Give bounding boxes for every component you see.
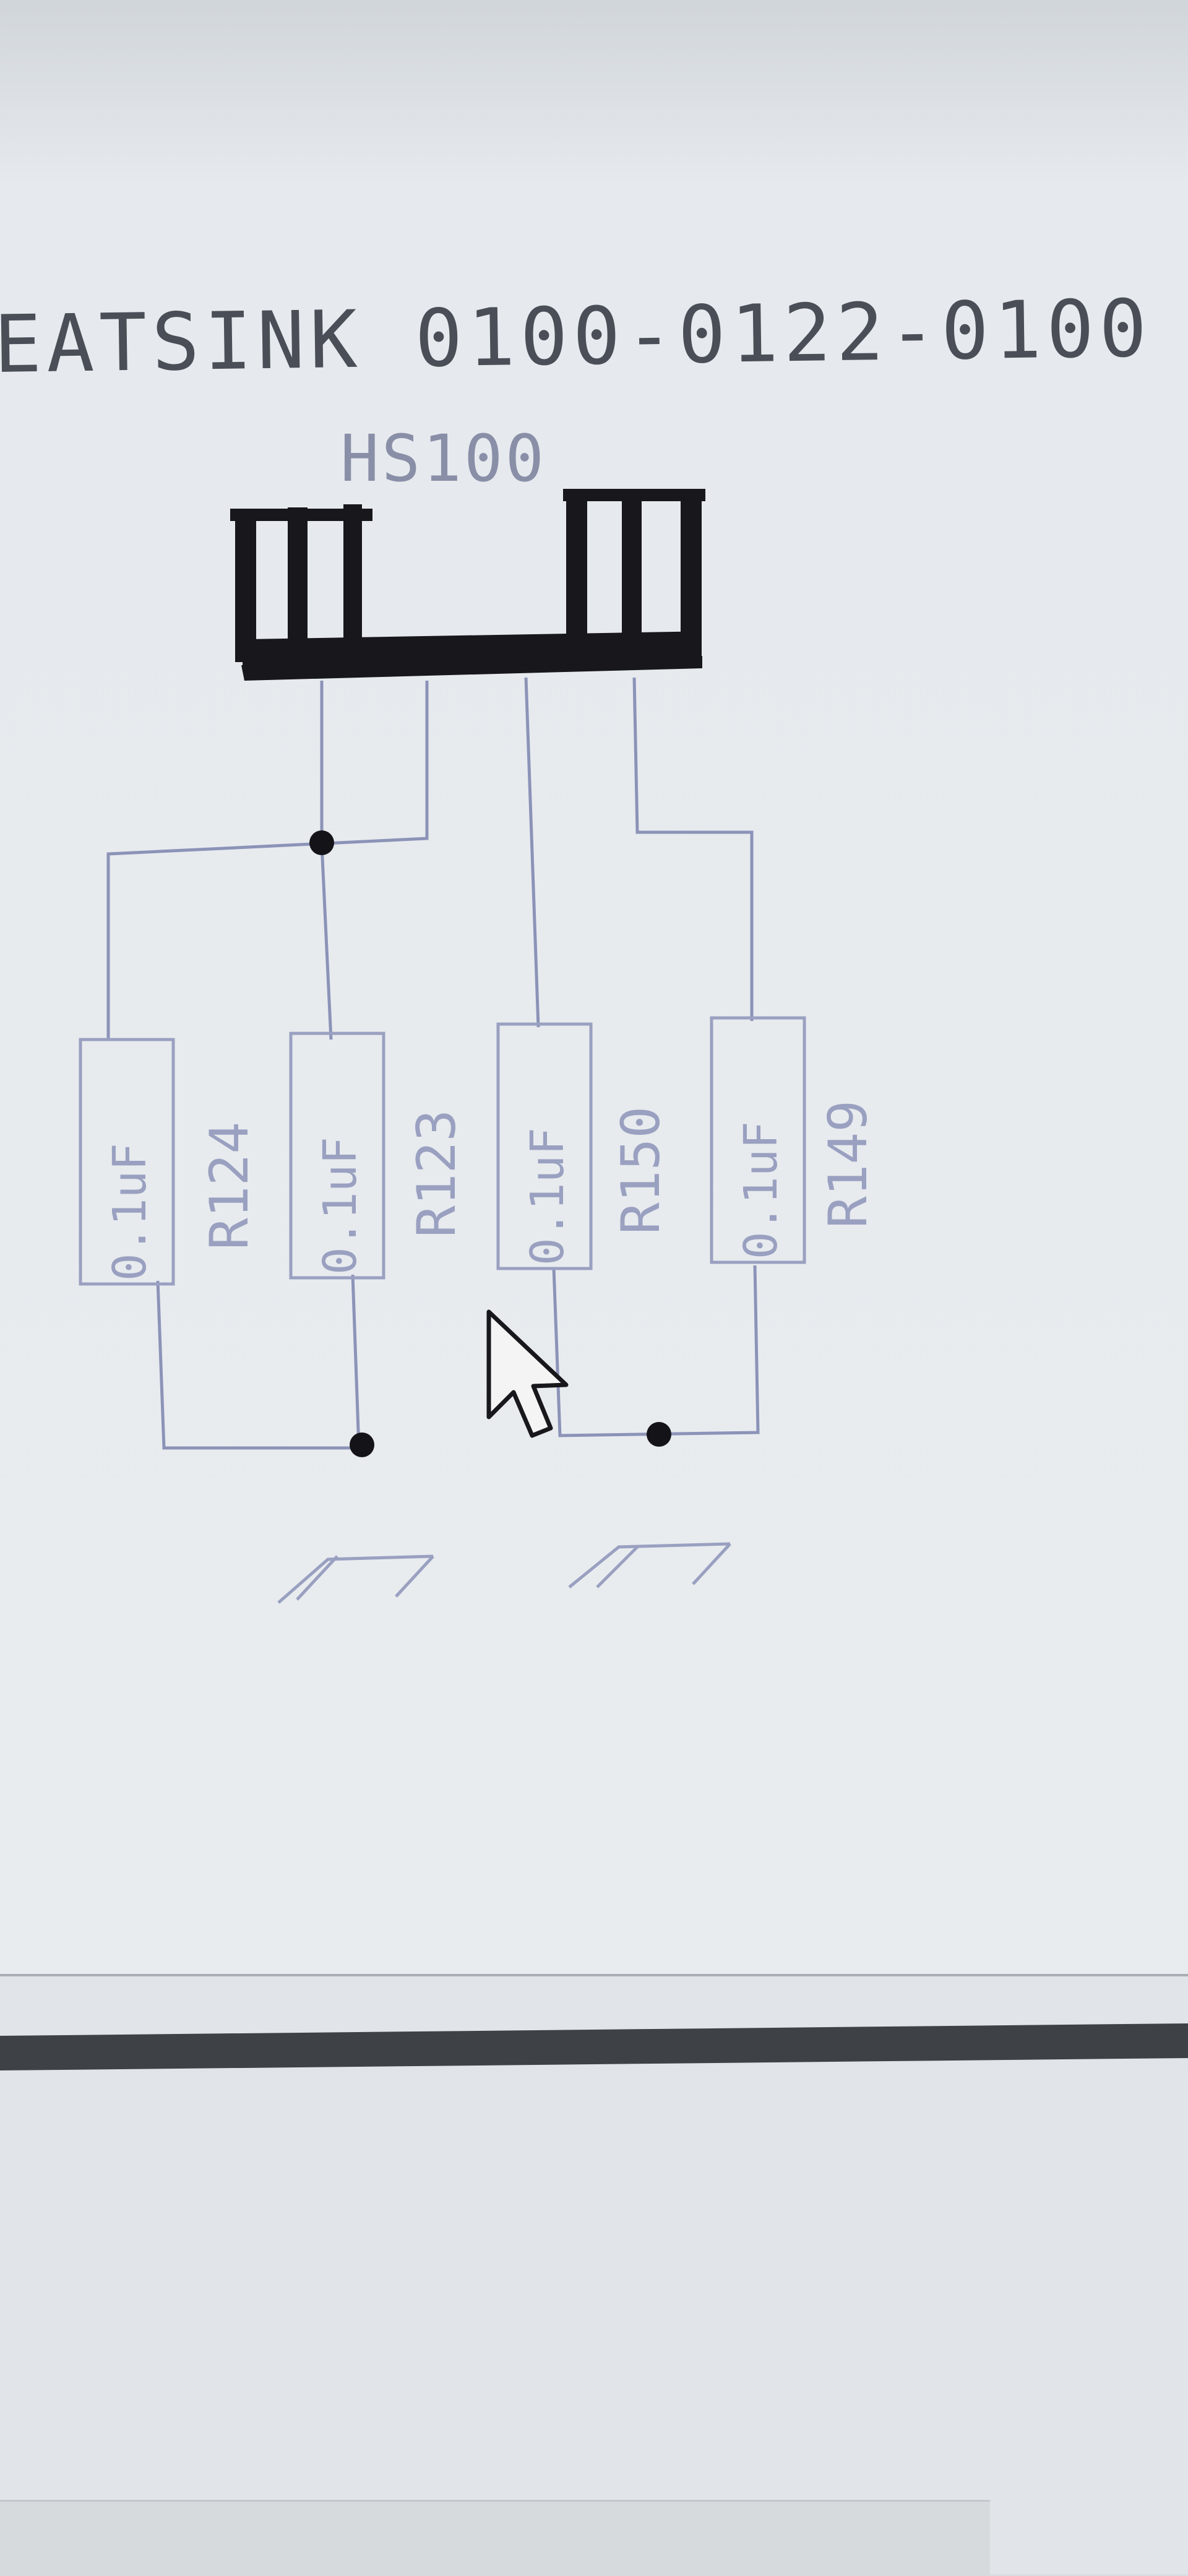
component-ref: R123 xyxy=(406,1109,468,1238)
wire xyxy=(524,677,540,1028)
junction-dot xyxy=(309,830,334,855)
junction-dot xyxy=(647,1422,671,1447)
heatsink-fin-cap xyxy=(563,489,705,501)
component-r150[interactable]: 0.1uF R150 xyxy=(496,1022,672,1270)
component-body xyxy=(496,1022,593,1270)
status-strip xyxy=(0,2500,990,2576)
heatsink-fin-cap xyxy=(230,509,372,521)
wire xyxy=(156,1280,359,1450)
heatsink-fin xyxy=(343,504,362,647)
heatsink-symbol[interactable] xyxy=(230,489,705,681)
wire xyxy=(632,677,754,1021)
arrow-cursor-icon xyxy=(486,1309,569,1438)
component-value: 0.1uF xyxy=(521,1127,574,1265)
lower-pane xyxy=(0,2073,1188,2574)
component-ref: R149 xyxy=(817,1100,879,1228)
junction-dot xyxy=(350,1432,374,1457)
heatsink-fin xyxy=(681,489,702,668)
pane-divider[interactable] xyxy=(0,2023,1188,2071)
component-value: 0.1uF xyxy=(734,1121,788,1259)
ground-icon xyxy=(568,1542,731,1588)
component-ref: R150 xyxy=(610,1106,672,1234)
heatsink-fin xyxy=(288,507,308,650)
schematic-canvas[interactable] xyxy=(0,0,1188,1976)
component-value: 0.1uF xyxy=(314,1137,367,1275)
component-body xyxy=(79,1038,175,1286)
heatsink-ref-label: HS100 xyxy=(340,421,547,496)
component-r123[interactable]: 0.1uF R123 xyxy=(289,1032,468,1280)
component-ref: R124 xyxy=(199,1122,260,1250)
component-body xyxy=(710,1016,806,1264)
heatsink-fin xyxy=(622,492,642,644)
component-body xyxy=(289,1032,385,1280)
wire xyxy=(552,1265,760,1437)
component-r124[interactable]: 0.1uF R124 xyxy=(79,1038,260,1286)
heatsink-fin xyxy=(235,514,256,662)
wire xyxy=(320,844,333,1040)
schematic-diagram: 0.1uF R124 0.1uF R123 0.1uF R150 0.1uF R… xyxy=(79,489,879,1604)
wires xyxy=(106,677,760,1450)
wire xyxy=(106,681,429,1040)
component-r149[interactable]: 0.1uF R149 xyxy=(710,1016,879,1264)
ground-icon xyxy=(277,1554,434,1604)
wire xyxy=(351,1274,361,1449)
component-value: 0.1uF xyxy=(103,1143,157,1281)
heatsink-fin xyxy=(566,495,587,647)
